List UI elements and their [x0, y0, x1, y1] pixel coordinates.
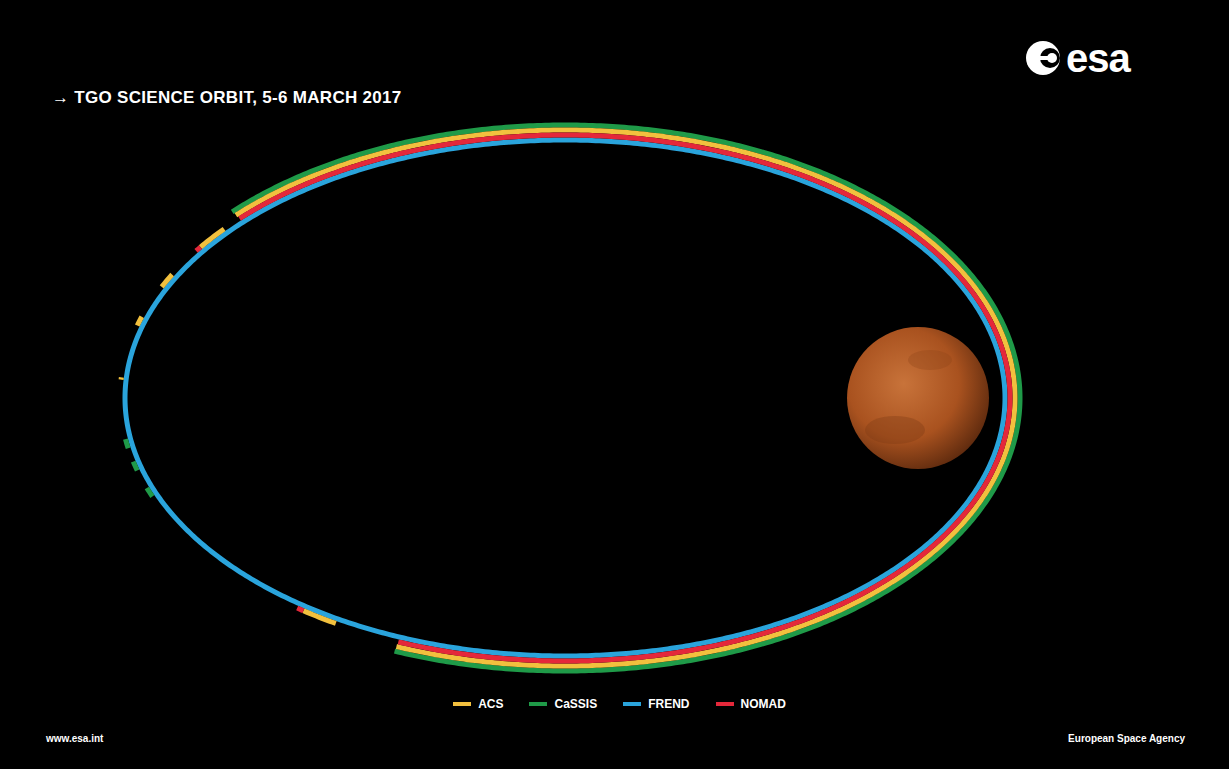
observation-segment [297, 608, 303, 611]
mars-surface-mark [865, 416, 925, 444]
legend-item: CaSSIS [529, 697, 597, 711]
logo-text: esa [1066, 36, 1130, 81]
title: → TGO SCIENCE ORBIT, 5-6 MARCH 2017 [52, 88, 402, 108]
agency-name: European Space Agency [1068, 733, 1185, 744]
website-url: www.esa.int [46, 733, 103, 744]
legend-swatch [716, 702, 734, 706]
instrument-band [236, 130, 1015, 666]
esa-logo-mark [1026, 41, 1060, 75]
legend-text: NOMAD [741, 697, 786, 711]
observation-segment [119, 377, 124, 379]
observation-segment [200, 229, 224, 247]
legend-item: FREND [623, 697, 689, 711]
observation-segment [196, 247, 200, 251]
instrument-band [240, 135, 1010, 661]
legend-text: CaSSIS [554, 697, 597, 711]
frend-orbit [125, 140, 1005, 656]
legend: ACS CaSSIS FREND NOMAD [0, 697, 1229, 711]
instrument-band [232, 125, 1020, 671]
observation-segment [303, 611, 335, 624]
observation-segment [133, 462, 137, 471]
legend-swatch [623, 702, 641, 706]
observation-segment [137, 317, 142, 326]
legend-item: ACS [453, 697, 503, 711]
legend-text: ACS [478, 697, 503, 711]
observation-segment [147, 488, 153, 497]
legend-swatch [529, 702, 547, 706]
legend-text: FREND [648, 697, 689, 711]
legend-swatch [453, 702, 471, 706]
orbit-bands [121, 125, 1020, 671]
legend-item: NOMAD [716, 697, 786, 711]
mars-surface-mark [908, 350, 952, 370]
mars-planet [847, 327, 989, 469]
observation-segment [125, 439, 128, 448]
observation-segment [162, 275, 172, 287]
